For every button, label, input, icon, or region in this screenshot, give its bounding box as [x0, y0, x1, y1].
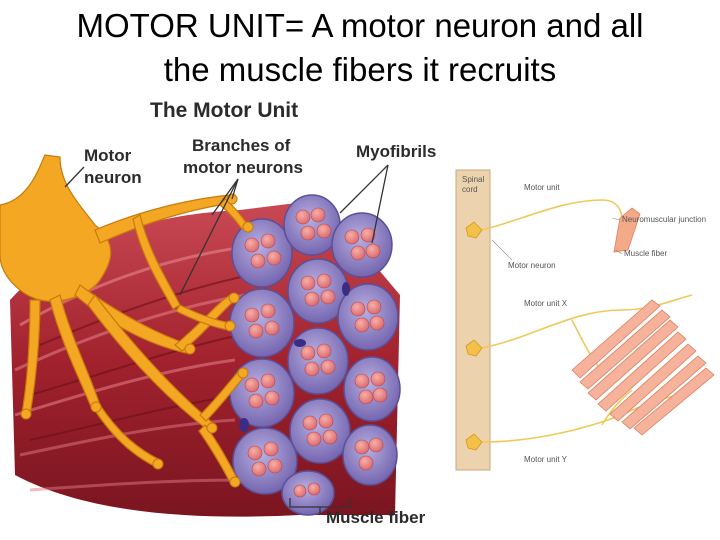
myofibrils	[244, 207, 388, 498]
muscle-fiber-bundle	[571, 299, 715, 436]
motor-neuron	[0, 154, 249, 485]
motor-unit-illustration: The Motor Unit	[0, 95, 450, 535]
slide-title: MOTOR UNIT= A motor neuron and all the m…	[0, 4, 720, 92]
neuron-cell-bodies	[465, 221, 483, 451]
title-line-1: MOTOR UNIT= A motor neuron and all	[76, 7, 644, 44]
diagram-heading: The Motor Unit	[150, 99, 298, 122]
label-nmj: Neuromuscular junction	[622, 215, 706, 224]
label-muscle-fiber-small: Muscle fiber	[624, 249, 667, 258]
axons	[481, 199, 693, 443]
label-motor-neuron-line1: Motor	[84, 146, 132, 165]
leader-lines	[64, 164, 389, 515]
label-motor-unit: Motor unit	[524, 183, 560, 192]
label-branches-line2: motor neurons	[183, 158, 303, 177]
spinal-cord	[455, 169, 491, 471]
title-line-2: the muscle fibers it recruits	[163, 51, 557, 88]
label-branches-line1: Branches of	[192, 136, 291, 155]
motor-units-schematic: Spinal cord Motor unit Neuromuscular jun…	[452, 160, 720, 480]
label-myofibrils: Myofibrils	[356, 142, 436, 161]
label-spinal-line2: cord	[462, 185, 478, 194]
label-muscle-fiber: Muscle fiber	[326, 508, 426, 527]
nuclei	[239, 282, 350, 432]
label-spinal-line1: Spinal	[462, 175, 484, 184]
label-motor-unit-y: Motor unit Y	[524, 455, 568, 464]
label-motor-neuron-line2: neuron	[84, 168, 142, 187]
single-muscle-fiber	[613, 207, 641, 253]
label-motor-neuron-small: Motor neuron	[508, 261, 556, 270]
label-motor-unit-x: Motor unit X	[524, 299, 568, 308]
spinal-cord-figure: Spinal cord Motor unit Neuromuscular jun…	[455, 169, 715, 471]
motor-unit-figure: The Motor Unit	[0, 99, 436, 527]
schematic-leader-lines	[491, 217, 623, 261]
muscle-fiber-cross-sections	[229, 194, 401, 516]
